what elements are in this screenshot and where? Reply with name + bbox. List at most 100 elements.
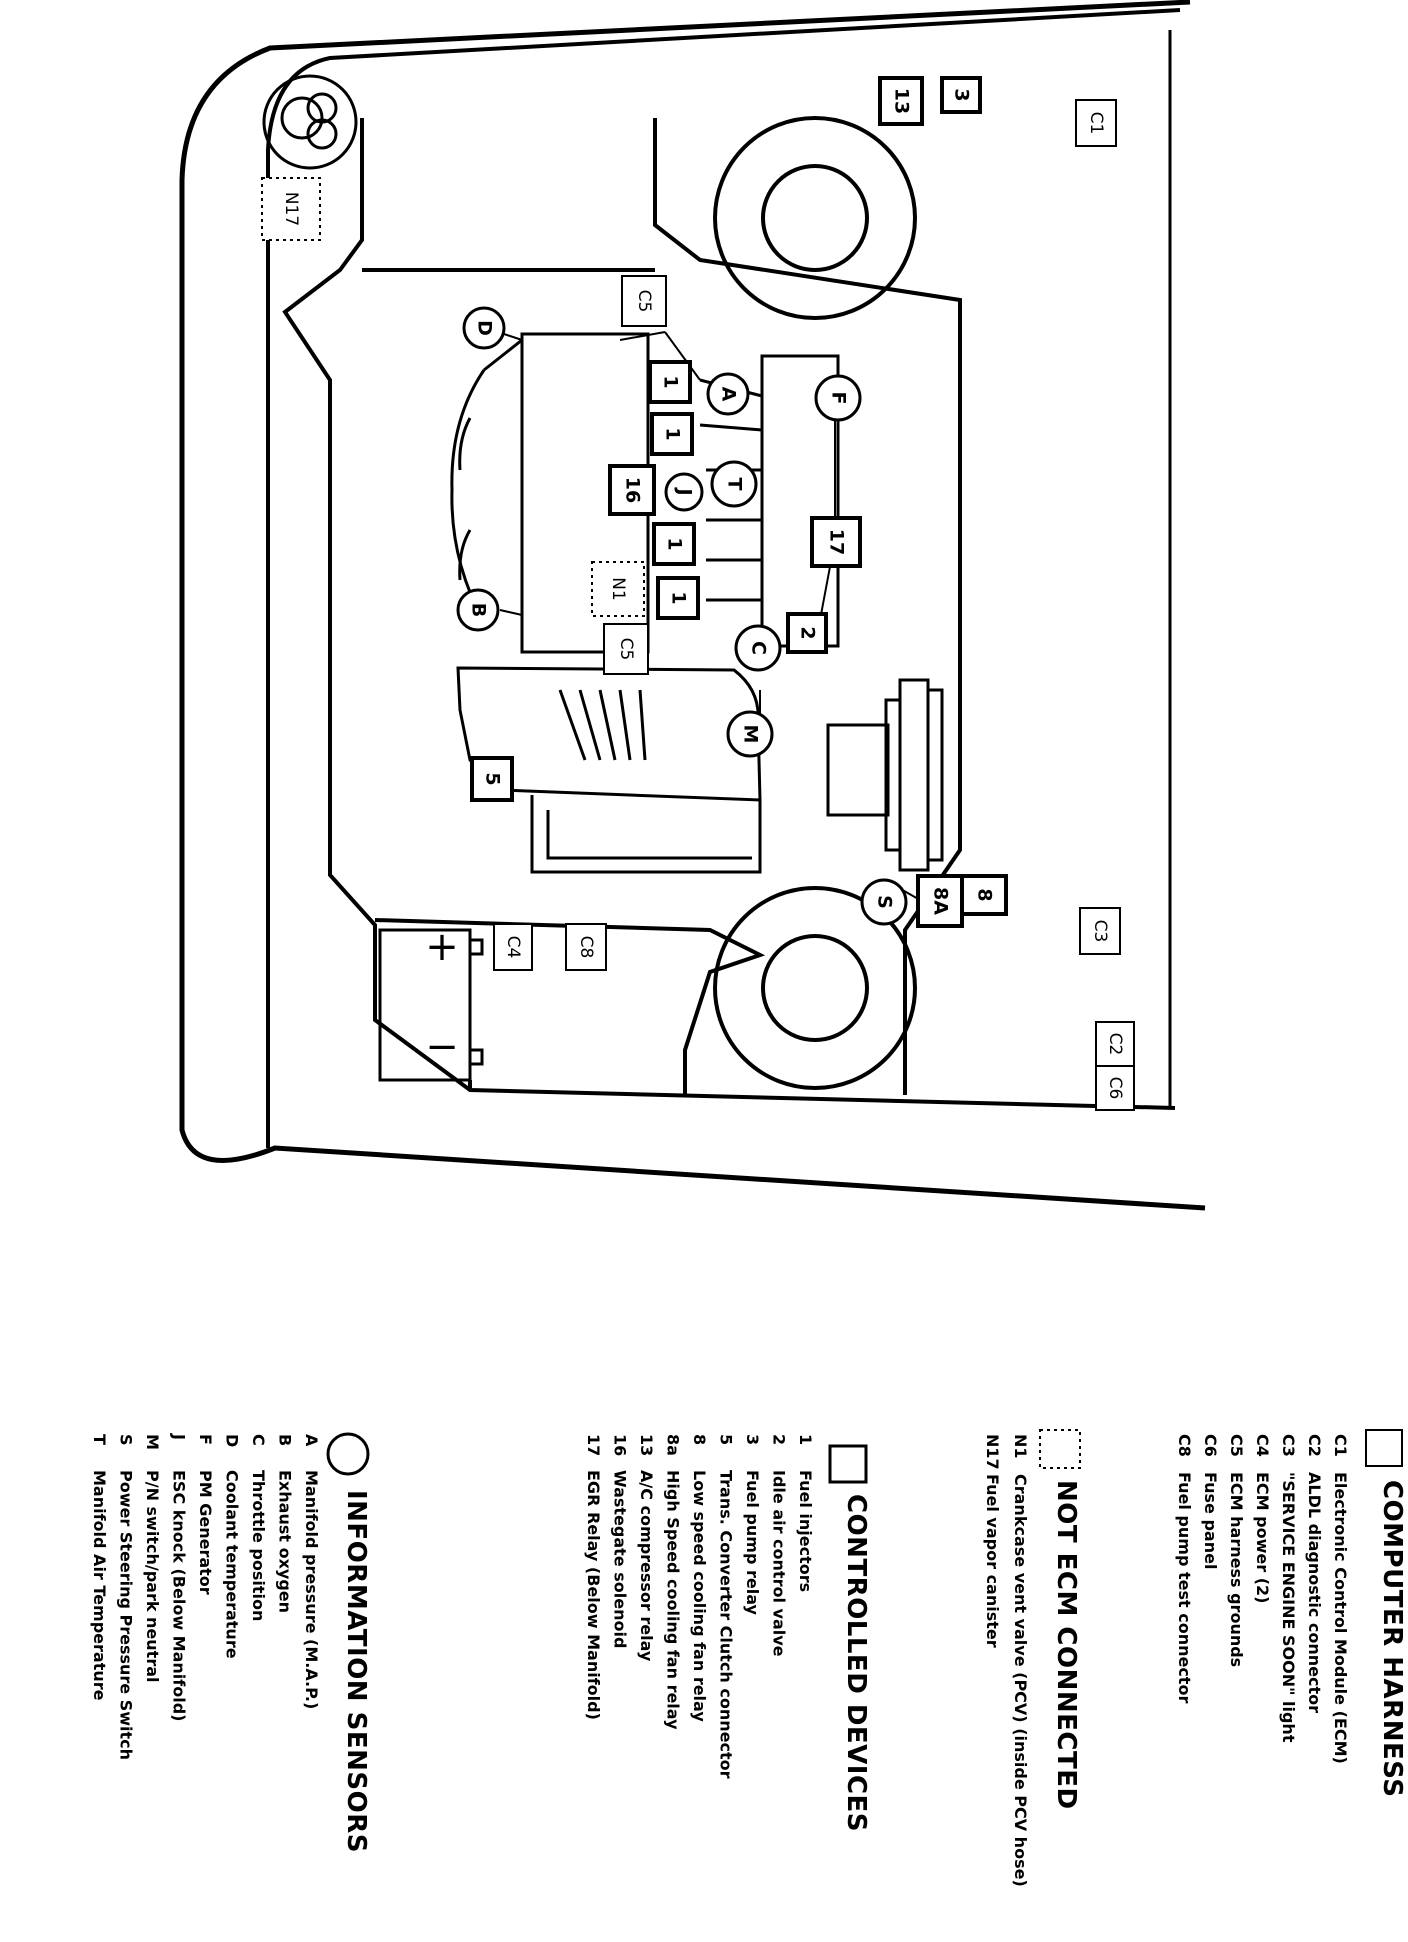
svg-text:8: 8 bbox=[974, 888, 996, 901]
legend-item-text: Fuse panel bbox=[1201, 1472, 1220, 1569]
sensor-c[interactable]: C bbox=[734, 624, 782, 672]
svg-text:B: B bbox=[468, 603, 490, 617]
svg-text:17: 17 bbox=[826, 529, 848, 555]
legend-code: M bbox=[143, 1434, 162, 1450]
not-ecm-n1[interactable]: N1 bbox=[591, 561, 645, 617]
legend-code: B bbox=[276, 1434, 295, 1446]
svg-text:N17: N17 bbox=[281, 192, 301, 226]
legend-item-text: Fuel pump relay bbox=[743, 1470, 762, 1616]
wheel-top bbox=[713, 116, 917, 320]
legend-item-text: Fuel pump test connector bbox=[1175, 1472, 1194, 1703]
svg-text:C5: C5 bbox=[634, 290, 654, 313]
legend-item-text: Power Steering Pressure Switch bbox=[117, 1470, 136, 1760]
svg-text:1: 1 bbox=[664, 537, 686, 550]
sensor-d[interactable]: D bbox=[462, 306, 506, 350]
harness-c6[interactable]: C6 bbox=[1095, 1065, 1135, 1111]
harness-c5-bottom[interactable]: C5 bbox=[603, 623, 649, 675]
device-16[interactable]: 16 bbox=[608, 464, 656, 516]
legend-item-text: A/C compressor relay bbox=[637, 1470, 656, 1662]
battery bbox=[378, 928, 484, 1082]
harness-c2[interactable]: C2 bbox=[1095, 1021, 1135, 1067]
legend-code: C4 bbox=[1253, 1434, 1272, 1457]
svg-text:J: J bbox=[674, 486, 696, 495]
pulley-assembly bbox=[826, 678, 944, 872]
legend-code: 2 bbox=[770, 1434, 789, 1445]
legend-code: 17 bbox=[584, 1434, 603, 1456]
svg-text:5: 5 bbox=[482, 772, 504, 785]
legend-code: 3 bbox=[743, 1434, 762, 1445]
device-1-d[interactable]: 1 bbox=[656, 576, 700, 620]
svg-text:C4: C4 bbox=[503, 936, 523, 959]
legend-item-text: ECM power (2) bbox=[1253, 1472, 1272, 1603]
svg-text:3: 3 bbox=[951, 88, 973, 101]
harness-c8[interactable]: C8 bbox=[565, 923, 607, 971]
device-8a[interactable]: 8A bbox=[916, 874, 964, 928]
legend-item-text: ECM harness grounds bbox=[1227, 1472, 1246, 1667]
svg-text:1: 1 bbox=[668, 591, 690, 604]
sensor-f[interactable]: F bbox=[814, 374, 862, 422]
legend-item-text: Exhaust oxygen bbox=[276, 1470, 295, 1613]
legend-item-text: Fuel injectors bbox=[796, 1470, 815, 1592]
legend-item-text: Fuel vapor canister bbox=[983, 1474, 1002, 1648]
svg-text:C6: C6 bbox=[1105, 1077, 1125, 1100]
sensor-j[interactable]: J bbox=[664, 472, 704, 512]
sensor-t[interactable]: T bbox=[710, 460, 758, 508]
svg-text:C5: C5 bbox=[616, 638, 636, 661]
device-1-c[interactable]: 1 bbox=[652, 522, 696, 566]
svg-text:2: 2 bbox=[797, 626, 819, 639]
legend-code: 1 bbox=[796, 1434, 815, 1445]
svg-text:A: A bbox=[718, 387, 740, 402]
device-8[interactable]: 8 bbox=[960, 874, 1008, 916]
legend-code: A bbox=[302, 1434, 321, 1447]
not-ecm-n17[interactable]: N17 bbox=[261, 177, 321, 241]
legend-item-text: PM Generator bbox=[196, 1470, 215, 1595]
legend-item-text: Manifold pressure (M.A.P.) bbox=[302, 1470, 321, 1709]
svg-text:1: 1 bbox=[660, 375, 682, 388]
device-13[interactable]: 13 bbox=[878, 76, 924, 126]
legend-item-text: Wastegate solenoid bbox=[611, 1470, 630, 1648]
legend-code: C1 bbox=[1331, 1434, 1350, 1457]
legend-code: N1 bbox=[1011, 1434, 1030, 1459]
legend-item-text: Idle air control valve bbox=[770, 1470, 789, 1657]
svg-text:M: M bbox=[740, 725, 762, 744]
harness-c3[interactable]: C3 bbox=[1079, 907, 1121, 955]
legend-item-text: Coolant temperature bbox=[223, 1470, 242, 1659]
sensor-b[interactable]: B bbox=[456, 588, 500, 632]
device-2[interactable]: 2 bbox=[786, 612, 828, 654]
device-1-a[interactable]: 1 bbox=[648, 360, 692, 404]
device-17[interactable]: 17 bbox=[810, 516, 862, 568]
svg-text:C: C bbox=[748, 641, 770, 655]
legend-code: J bbox=[170, 1433, 189, 1440]
legend-item-text: P/N switch/park neutral bbox=[143, 1470, 162, 1683]
device-3[interactable]: 3 bbox=[940, 76, 982, 114]
sensor-m[interactable]: M bbox=[726, 710, 774, 758]
device-5[interactable]: 5 bbox=[470, 756, 514, 802]
sensor-s[interactable]: S bbox=[860, 878, 908, 926]
svg-text:S: S bbox=[874, 895, 896, 909]
harness-c4[interactable]: C4 bbox=[493, 923, 533, 971]
svg-text:1: 1 bbox=[662, 427, 684, 440]
legend-code: C3 bbox=[1279, 1434, 1298, 1457]
harness-c5-top[interactable]: C5 bbox=[621, 275, 667, 327]
legend-code: T bbox=[90, 1434, 109, 1445]
svg-text:F: F bbox=[828, 392, 850, 405]
legend-code: 13 bbox=[637, 1434, 656, 1456]
device-1-b[interactable]: 1 bbox=[650, 412, 694, 456]
sensor-a[interactable]: A bbox=[706, 372, 750, 416]
reservoir bbox=[262, 74, 358, 170]
svg-text:13: 13 bbox=[891, 88, 913, 114]
harness-c1[interactable]: C1 bbox=[1075, 99, 1117, 147]
legend-item-text: Trans. Converter Clutch connector bbox=[717, 1470, 736, 1779]
legend-code: 5 bbox=[717, 1434, 736, 1445]
legend-code: C5 bbox=[1227, 1434, 1246, 1457]
legend-computer-harness-title: COMPUTER HARNESS bbox=[1377, 1480, 1407, 1798]
legend-controlled-devices-title: CONTROLLED DEVICES bbox=[841, 1494, 871, 1832]
legend-code: C6 bbox=[1201, 1434, 1220, 1457]
legend-code: C8 bbox=[1175, 1434, 1194, 1457]
battery-plus: + bbox=[425, 924, 459, 970]
